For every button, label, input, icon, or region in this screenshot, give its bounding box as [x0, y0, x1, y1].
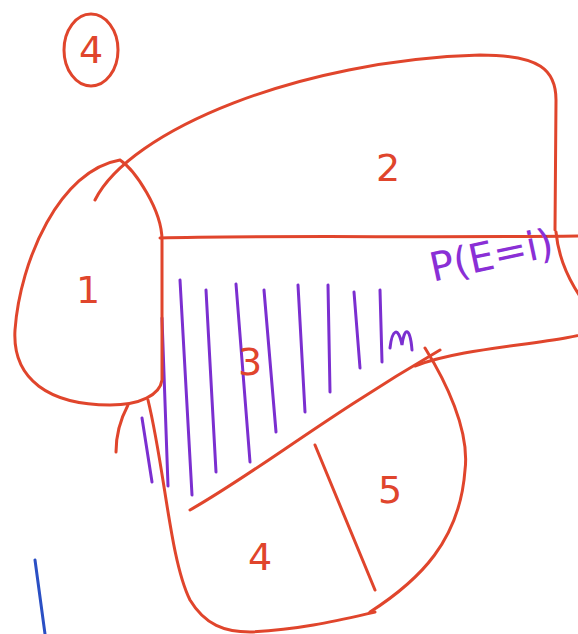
region-number-text: 3 [238, 343, 262, 381]
region-outlines [15, 55, 578, 632]
region-number-text: 5 [378, 471, 402, 509]
region-number-text: 4 [248, 538, 272, 576]
region-number-text: 2 [376, 149, 400, 187]
pen-stroke [35, 560, 45, 634]
hatching [142, 280, 412, 495]
region-number: 2 [368, 143, 408, 193]
ring-ellipse [64, 14, 118, 86]
region-number: 5 [370, 465, 410, 515]
probability-label: P(E=i) [426, 222, 557, 287]
region-number: 3 [230, 337, 270, 387]
region-number-text: 4 [79, 31, 103, 69]
circled-number: 4 [62, 12, 120, 88]
region-number: 4 [240, 532, 280, 582]
region-number: 1 [68, 265, 108, 315]
region-number-text: 1 [76, 271, 100, 309]
